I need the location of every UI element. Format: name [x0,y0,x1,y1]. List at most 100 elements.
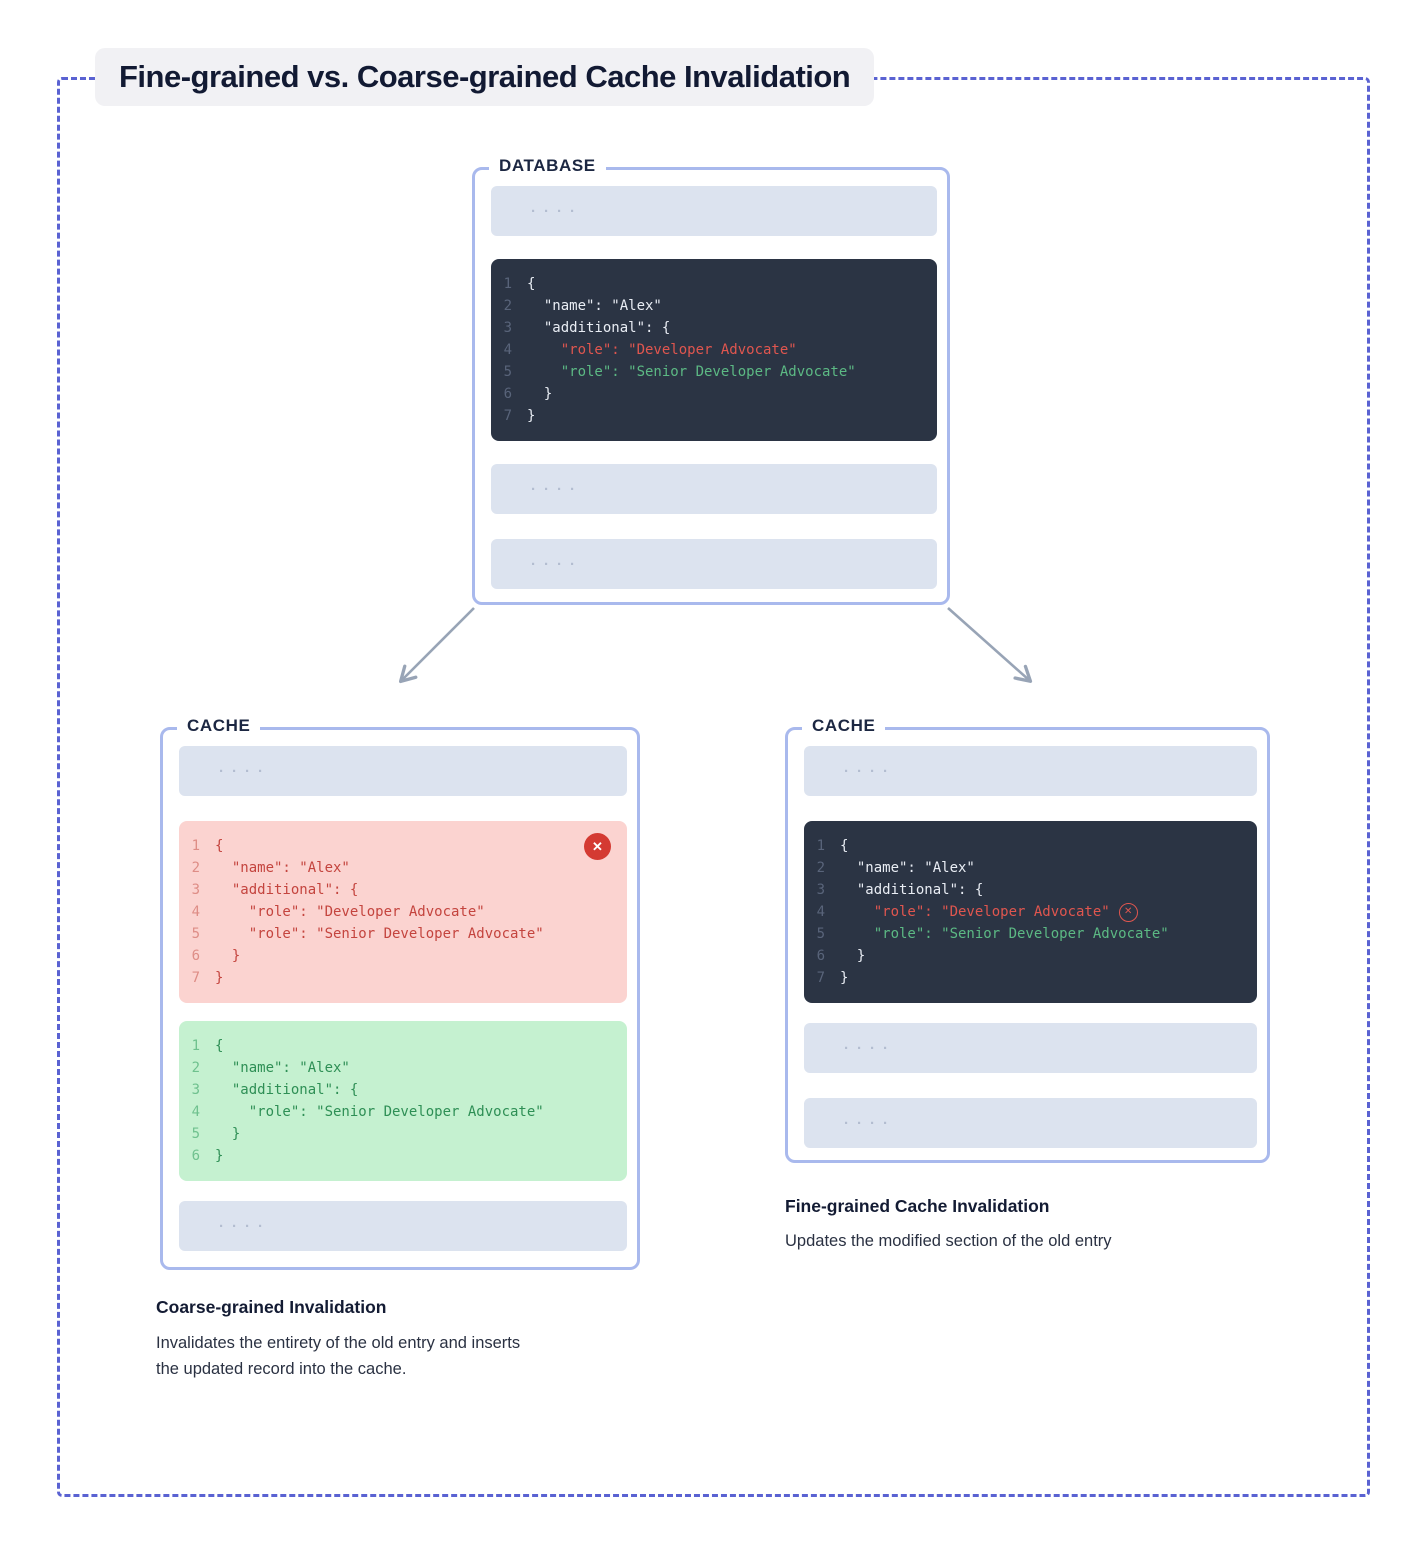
coarse-caption-title: Coarse-grained Invalidation [156,1297,387,1317]
cache-right-label: CACHE [802,716,886,736]
line-number: 3 [191,882,200,898]
placeholder-row: ···· [804,1023,1257,1073]
line-number: 6 [503,386,512,402]
line-number: 5 [816,926,825,942]
code-line: 1{ [804,835,1257,857]
line-number: 3 [816,882,825,898]
code-line: 6 } [804,945,1257,967]
line-number: 2 [191,1060,200,1076]
code-line: 4 "role": "Developer Advocate" ✕ [804,901,1257,923]
code-text: } [215,970,224,986]
fine-caption-title: Fine-grained Cache Invalidation [785,1196,1050,1216]
code-text: } [840,970,849,986]
fine-caption-body: Updates the modified section of the old … [785,1232,1112,1250]
line-number: 5 [503,364,512,380]
code-line: 1{ [179,835,627,857]
line-number: 1 [503,276,512,292]
code-text: "additional": { [215,1082,359,1098]
code-line: 1{ [179,1035,627,1057]
code-text: "role": "Senior Developer Advocate" [840,926,1169,942]
line-number: 2 [503,298,512,314]
code-line: 4 "role": "Developer Advocate" [491,339,937,361]
line-number: 4 [191,1104,200,1120]
coarse-caption-body: Invalidates the entirety of the old entr… [156,1334,521,1378]
code-line: 5 "role": "Senior Developer Advocate" [804,923,1257,945]
placeholder-row: ···· [491,539,937,589]
line-number: 6 [191,948,200,964]
invalidated-entry-block: ✕ 1{2 "name": "Alex"3 "additional": {4 "… [179,821,627,1003]
code-text: "role": "Senior Developer Advocate" [215,1104,544,1120]
database-box: DATABASE ···· 1{2 "name": "Alex"3 "addit… [472,156,950,605]
code-line: 2 "name": "Alex" [179,857,627,879]
placeholder-row: ···· [804,746,1257,796]
line-number: 5 [191,1126,200,1142]
code-line: 7} [491,405,937,427]
line-number: 4 [191,904,200,920]
line-number: 3 [191,1082,200,1098]
code-text: { [215,838,224,854]
code-line: 2 "name": "Alex" [804,857,1257,879]
code-text: "role": "Developer Advocate" [215,904,485,920]
code-text: "additional": { [840,882,984,898]
line-number: 2 [816,860,825,876]
code-line: 7} [179,967,627,989]
database-code-block: 1{2 "name": "Alex"3 "additional": {4 "ro… [491,259,937,441]
code-text: { [215,1038,224,1054]
code-line: 6} [179,1145,627,1167]
code-text: } [215,1148,224,1164]
placeholder-row: ···· [179,746,627,796]
invalid-x-badge-icon: ✕ [584,833,611,860]
placeholder-row: ···· [804,1098,1257,1148]
line-number: 1 [191,838,200,854]
placeholder-row: ···· [491,186,937,236]
line-number: 7 [816,970,825,986]
database-label: DATABASE [489,156,606,176]
cache-left-box: CACHE ···· ✕ 1{2 "name": "Alex"3 "additi… [160,716,640,1270]
code-line: 5 "role": "Senior Developer Advocate" [491,361,937,383]
cache-right-box: CACHE ···· 1{2 "name": "Alex" 3 "addition… [785,716,1270,1163]
code-line: 5 "role": "Senior Developer Advocate" [179,923,627,945]
code-text: "name": "Alex" [215,860,350,876]
code-line: 2 "name": "Alex" [179,1057,627,1079]
code-line: 3 "additional": { [179,1079,627,1101]
line-number: 4 [503,342,512,358]
code-line: 4 "role": "Senior Developer Advocate" [179,1101,627,1123]
code-text: "additional": { [527,320,671,336]
code-line: 5 } [179,1123,627,1145]
code-text: { [527,276,536,292]
line-number: 2 [191,860,200,876]
code-text: } [215,948,241,964]
line-number: 6 [816,948,825,964]
line-number: 7 [191,970,200,986]
code-line: 2 "name": "Alex" [491,295,937,317]
code-text: "role": "Senior Developer Advocate" [215,926,544,942]
line-number: 1 [816,838,825,854]
cache-left-label: CACHE [177,716,261,736]
placeholder-row: ···· [179,1201,627,1251]
code-line: 3 "additional": { [491,317,937,339]
line-number: 6 [191,1148,200,1164]
placeholder-row: ···· [491,464,937,514]
line-number: 7 [503,408,512,424]
code-line: 1{ [491,273,937,295]
line-number: 5 [191,926,200,942]
code-text: } [215,1126,241,1142]
code-text: "role": "Developer Advocate" [840,904,1110,920]
code-text: } [527,408,536,424]
code-text: } [527,386,553,402]
new-entry-block: 1{2 "name": "Alex"3 "additional": {4 "ro… [179,1021,627,1181]
code-line: 6 } [491,383,937,405]
x-circle-icon: ✕ [1118,902,1138,922]
code-text: "name": "Alex" [527,298,662,314]
code-text: "name": "Alex" [215,1060,350,1076]
cache-right-code-block: 1{2 "name": "Alex" 3 "additional": { 4 "ro… [804,821,1257,1003]
code-text: "role": "Developer Advocate" [527,342,797,358]
code-line: 3 "additional": { [179,879,627,901]
code-text: "role": "Senior Developer Advocate" [527,364,856,380]
code-text: "additional": { [215,882,359,898]
line-number: 4 [816,904,825,920]
code-line: 7} [804,967,1257,989]
code-text: } [840,948,866,964]
line-number: 1 [191,1038,200,1054]
